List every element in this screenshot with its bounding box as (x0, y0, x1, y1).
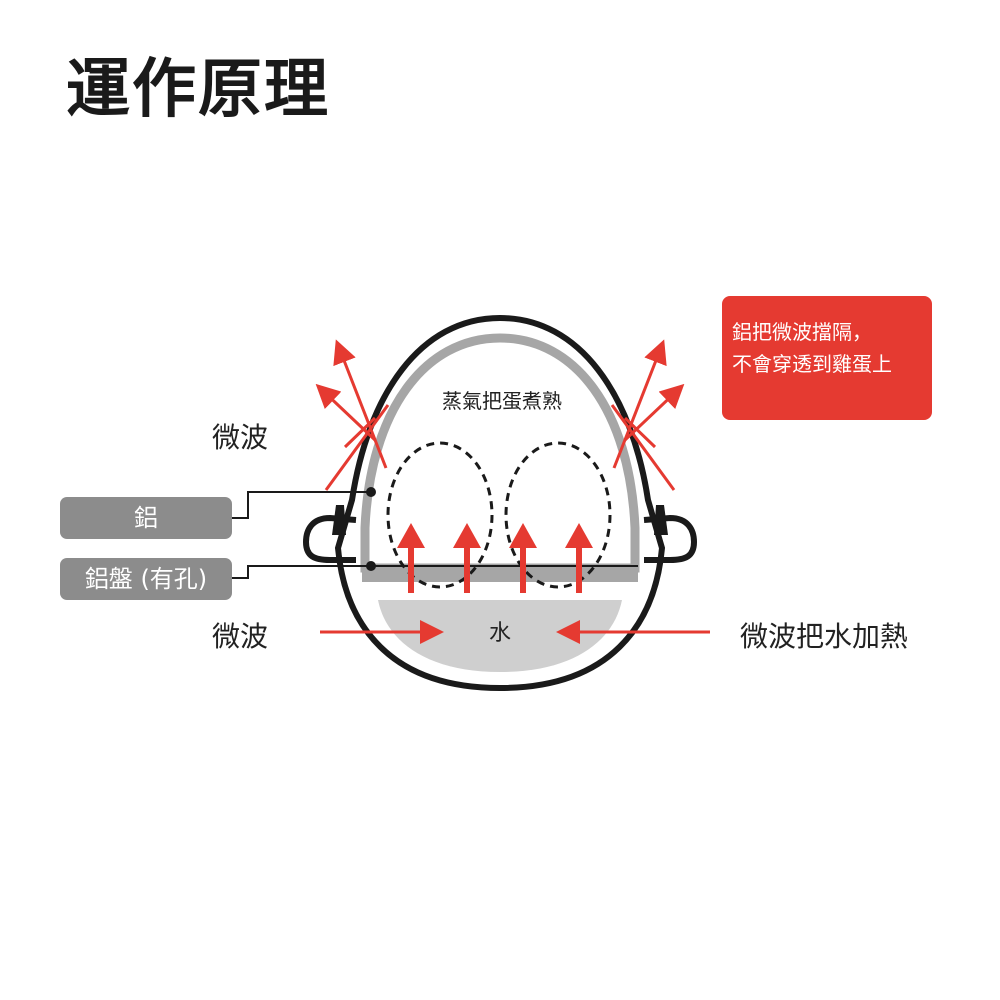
microwave-reflect-left (315, 339, 390, 491)
callout-line-1: 鋁把微波擋隔， (732, 320, 872, 344)
cooker-outer-shell (334, 314, 666, 692)
aluminum-tray (362, 572, 638, 582)
left-handle (302, 505, 357, 563)
steam-label: 蒸氣把蛋煮熟 (442, 389, 562, 413)
microwave-heats-water-label: 微波把水加熱 (740, 620, 909, 653)
microwave-label-top: 微波 (212, 421, 269, 454)
leader-lines (232, 491, 370, 579)
leader-dot-aluminum (366, 487, 376, 497)
aluminum-label: 鋁 (60, 497, 232, 539)
microwave-label-bottom: 微波 (212, 620, 269, 653)
steam-arrows (397, 523, 593, 593)
leader-dot-tray (366, 561, 376, 571)
callout-line-2: 不會穿透到雞蛋上 (732, 352, 892, 376)
water-label: 水 (489, 621, 511, 646)
egg-outline-right (504, 441, 612, 589)
right-handle (643, 505, 698, 563)
steam-arrow-4 (565, 523, 593, 593)
water-region (378, 600, 622, 672)
steam-arrow-3 (509, 523, 537, 593)
aluminum-tray-label: 鋁盤 (有孔) (60, 558, 232, 600)
steam-arrow-2 (453, 523, 481, 593)
microwave-reflect-right (610, 339, 685, 491)
aluminum-liner (360, 333, 640, 573)
page-title: 運作原理 (66, 53, 330, 127)
aluminum-blocks-callout: 鋁把微波擋隔， 不會穿透到雞蛋上 (722, 296, 932, 420)
steam-arrow-1 (397, 523, 425, 593)
egg-outline-left (386, 441, 494, 589)
